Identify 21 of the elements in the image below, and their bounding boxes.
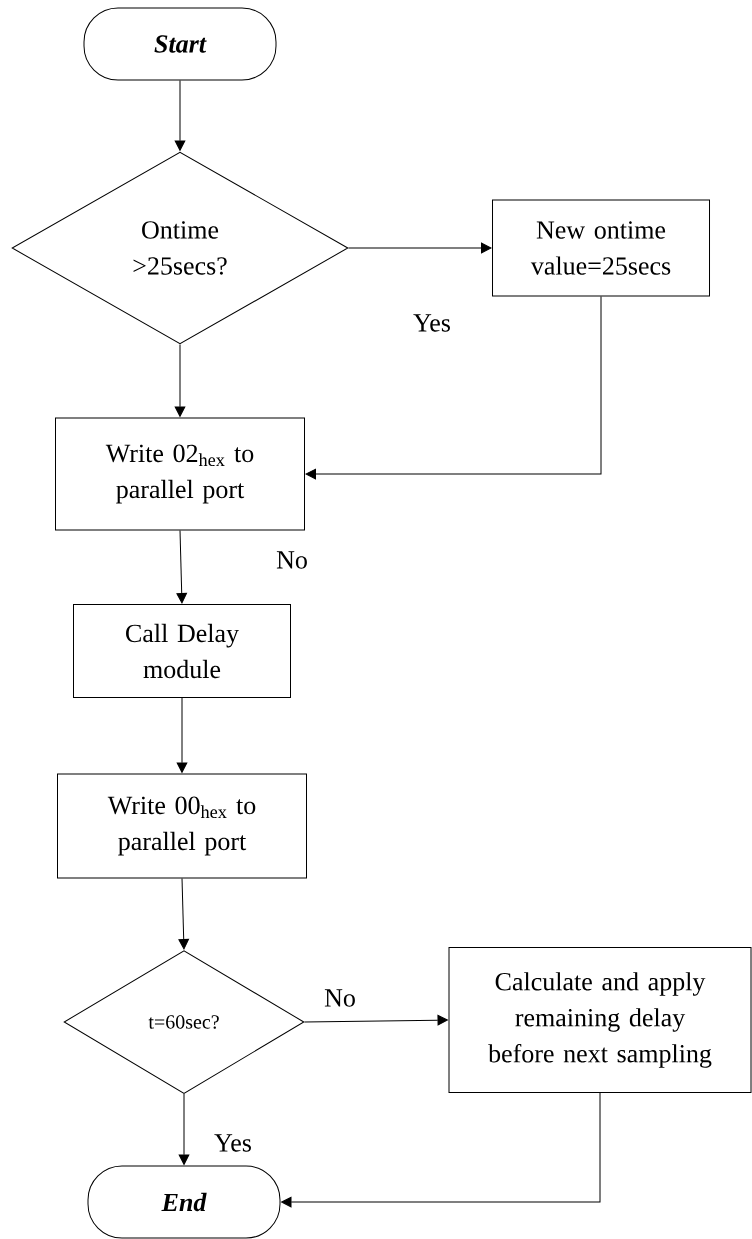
arrow xyxy=(348,242,492,254)
terminator: End xyxy=(87,1165,281,1239)
arrow xyxy=(176,697,188,773)
process-box: New ontime value=25secs xyxy=(492,199,710,297)
branch-label: No xyxy=(276,551,307,569)
arrow xyxy=(178,878,189,950)
edge-label: Yes xyxy=(213,1133,253,1153)
arrow xyxy=(174,80,186,151)
edge-label: No xyxy=(323,988,357,1008)
process-box: Write 02$_{hex}$ to parallel port xyxy=(55,417,305,531)
process-box: Write 00$_{hex}$ to parallel port xyxy=(57,773,307,879)
arrow xyxy=(281,1092,601,1208)
terminator: Start xyxy=(83,7,277,81)
arrow xyxy=(176,530,188,604)
arrow xyxy=(178,1093,190,1165)
process-box: Calculate and apply remaining delay before next sampling xyxy=(448,947,752,1093)
arrow xyxy=(174,344,186,417)
arrow xyxy=(304,1014,448,1026)
arrow xyxy=(305,296,602,480)
edge-label: Yes xyxy=(412,313,452,333)
process-box: Call Delay module xyxy=(73,604,291,698)
